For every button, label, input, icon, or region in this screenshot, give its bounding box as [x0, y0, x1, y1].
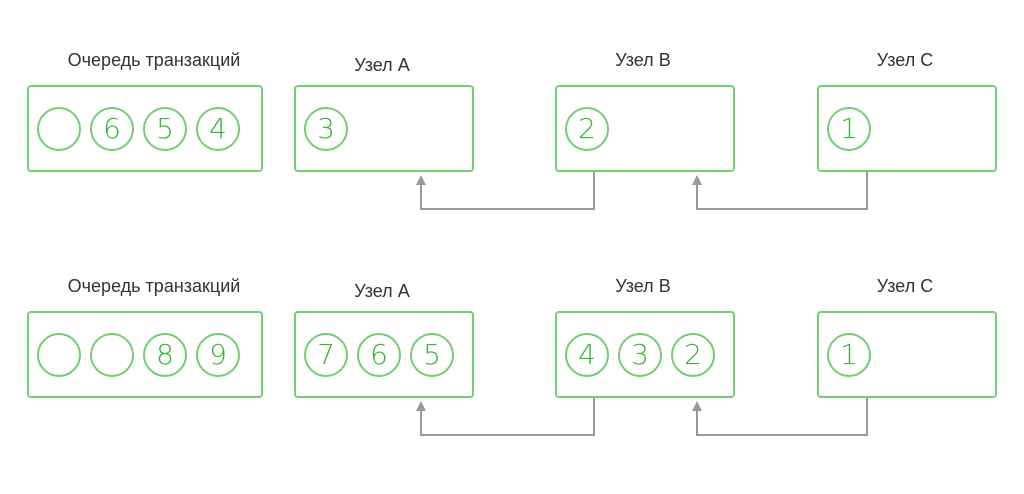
node-a-tx-circle: 7	[304, 332, 348, 377]
queue-tx-circle: 5	[143, 106, 187, 151]
arrow-c-to-b	[692, 172, 868, 210]
node-c-title: Узел C	[876, 50, 934, 70]
node-b-box: 2	[555, 85, 735, 172]
node-c-tx-circle: 1	[827, 106, 871, 151]
queue-tx-circle	[37, 106, 81, 151]
node-c-title: Узел C	[876, 276, 934, 296]
node-c-tx-circle: 1	[827, 332, 871, 377]
node-a-tx-circle: 6	[357, 332, 401, 377]
node-a-title: Узел A	[354, 281, 410, 301]
node-b-tx-circle: 4	[565, 332, 609, 377]
node-a-box: 3	[294, 85, 474, 172]
node-b-box: 4 3 2	[555, 311, 735, 398]
node-b-tx-circle: 2	[671, 332, 715, 377]
queue-title: Очередь транзакций	[67, 276, 241, 296]
arrow-b-to-a	[416, 172, 595, 210]
node-a-tx-circle: 3	[304, 106, 348, 151]
node-b-tx-circle: 2	[565, 106, 609, 151]
node-c-box: 1	[817, 85, 997, 172]
queue-tx-circle: 4	[196, 106, 240, 151]
arrow-b-to-a	[416, 398, 595, 436]
node-c-box: 1	[817, 311, 997, 398]
node-b-tx-circle: 3	[618, 332, 662, 377]
queue-tx-circle: 6	[90, 106, 134, 151]
node-b-title: Узел B	[615, 50, 671, 70]
transaction-queue-box: 6 5 4	[27, 85, 263, 172]
node-a-tx-circle: 5	[410, 332, 454, 377]
node-a-box: 7 6 5	[294, 311, 474, 398]
node-a-title: Узел A	[354, 55, 410, 75]
arrow-c-to-b	[692, 398, 868, 436]
queue-tx-circle: 8	[143, 332, 187, 377]
queue-title: Очередь транзакций	[67, 50, 241, 70]
queue-tx-circle	[90, 332, 134, 377]
queue-tx-circle: 9	[196, 332, 240, 377]
node-b-title: Узел B	[615, 276, 671, 296]
transaction-queue-box: 8 9	[27, 311, 263, 398]
queue-tx-circle	[37, 332, 81, 377]
